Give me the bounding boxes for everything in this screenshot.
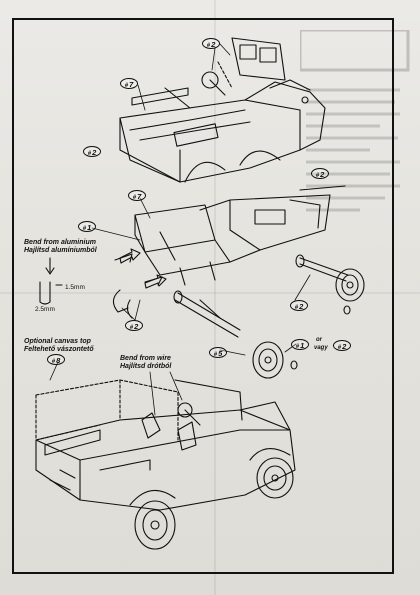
assembled-vehicle-drawing	[35, 379, 296, 550]
part-callout-8: 8	[47, 354, 65, 365]
body-shell-drawing	[119, 37, 326, 183]
bend-wire-label-en: Bend from wire	[120, 355, 171, 362]
part-callout-2: 2	[202, 38, 220, 49]
assembly-arrows	[119, 248, 167, 289]
rear-axle-drawing	[173, 290, 298, 379]
dimension-1-5mm: 1.5mm	[65, 284, 85, 291]
part-callout-2: 2	[83, 146, 101, 157]
paper-fold-horizontal	[0, 292, 420, 294]
chassis-drawing	[112, 185, 346, 319]
part-callout-1: 1	[78, 221, 96, 232]
part-callout-5: 5	[209, 347, 227, 358]
part-callout-2: 2	[333, 340, 351, 351]
bend-wire-label-hu: Hajlítsd drótból	[120, 363, 172, 370]
canvas-top-label-hu: Feltehető vászontető	[24, 346, 94, 353]
part-callout-2: 2	[311, 168, 329, 179]
part-callout-7: 7	[128, 190, 146, 201]
dimension-2-5mm: 2.5mm	[35, 306, 55, 313]
or-label-en: or	[316, 337, 322, 343]
front-axle-drawing	[295, 254, 365, 315]
part-callout-2: 2	[290, 300, 308, 311]
aluminium-bend-detail	[39, 257, 63, 305]
bend-aluminium-label-hu: Hajlítsd alumíniumból	[24, 247, 97, 254]
part-callout-2: 2	[125, 320, 143, 331]
bend-aluminium-label-en: Bend from aluminium	[24, 239, 96, 246]
part-callout-1: 1	[291, 339, 309, 350]
or-label-hu: vagy	[314, 345, 328, 351]
diagram-frame	[12, 18, 394, 574]
part-callout-7: 7	[120, 78, 138, 89]
bleed-through-text	[300, 30, 410, 212]
canvas-top-label-en: Optional canvas top	[24, 338, 91, 345]
paper-fold-vertical	[214, 0, 216, 595]
